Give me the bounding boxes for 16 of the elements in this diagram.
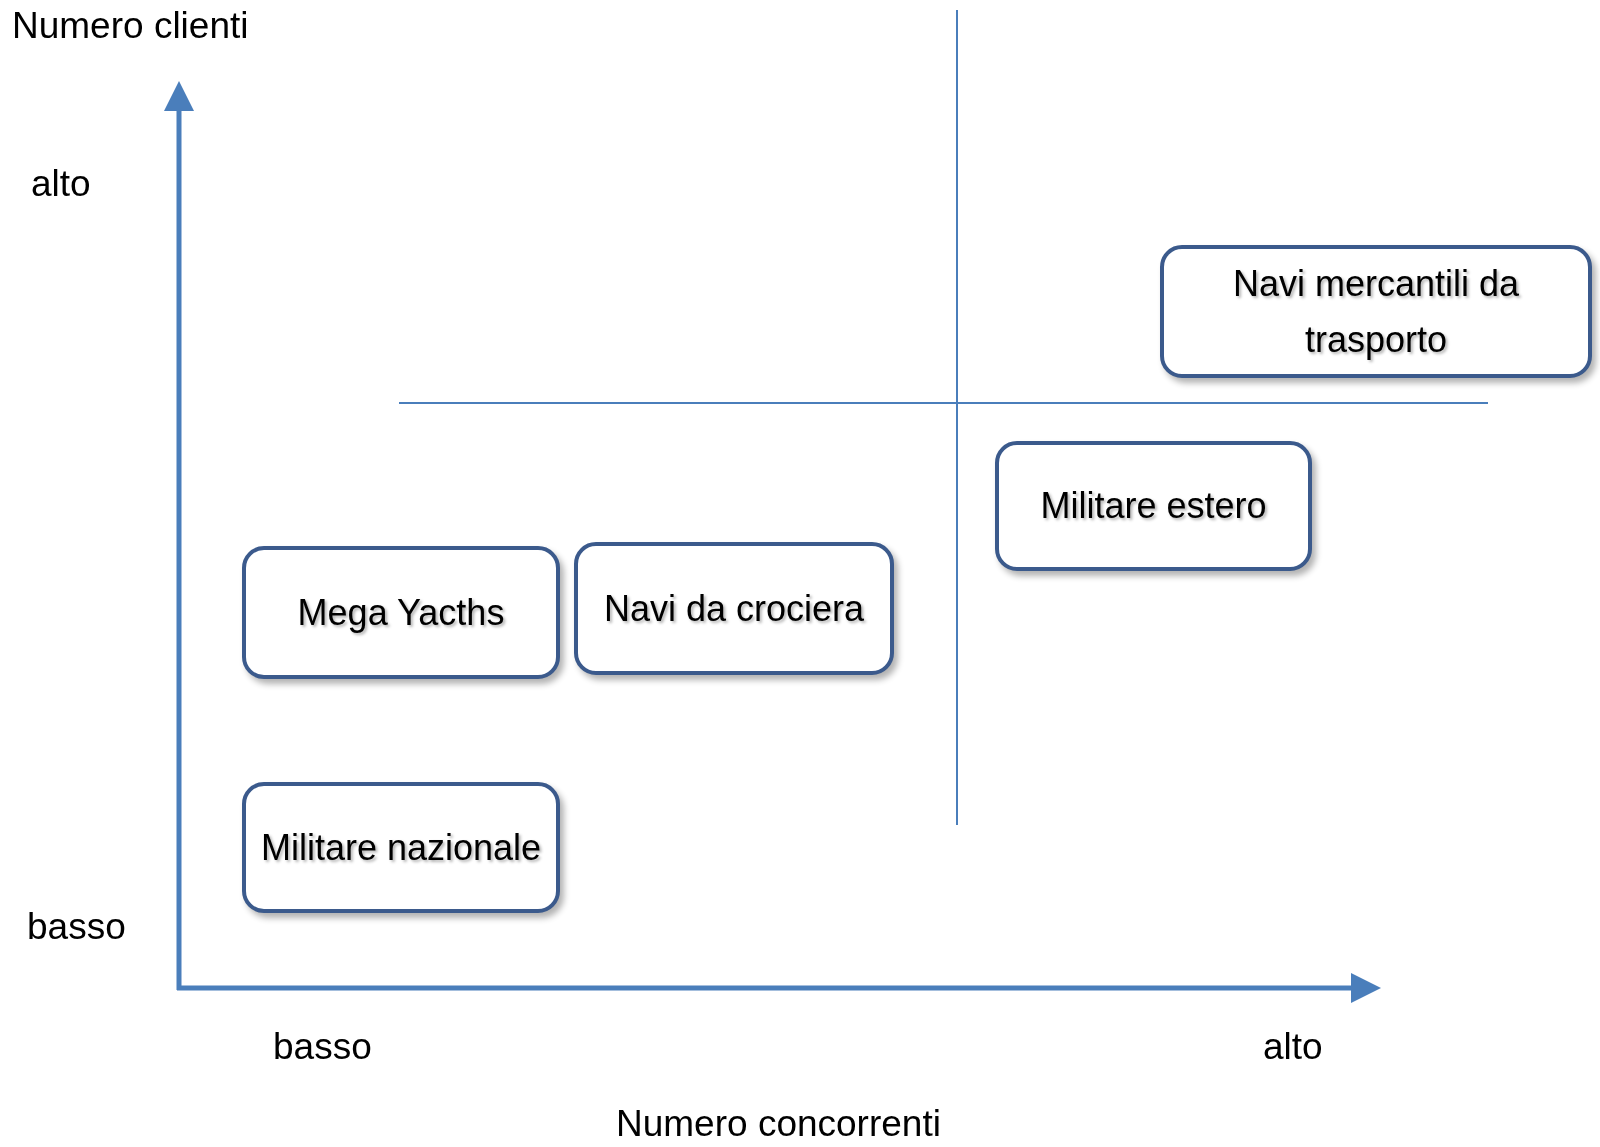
category-box [242,546,560,679]
axis-label: basso [27,905,126,949]
axis-label: alto [31,162,91,206]
axis-label: alto [1263,1025,1323,1069]
category-label: Militare estero [1040,484,1267,528]
axis-label: Numero clienti [12,4,249,48]
category-label: Navi mercantili da trasporto [1231,261,1521,362]
category-label: Navi da crociera [603,586,865,631]
category-label: Mega Yacths [297,590,505,635]
axis-label: basso [273,1025,372,1069]
axis-label: Numero concorrenti [616,1102,941,1146]
category-box [1160,245,1592,378]
category-box [574,542,894,675]
category-label: Militare nazionale [260,825,542,870]
category-box [995,441,1312,571]
category-box [242,782,560,913]
